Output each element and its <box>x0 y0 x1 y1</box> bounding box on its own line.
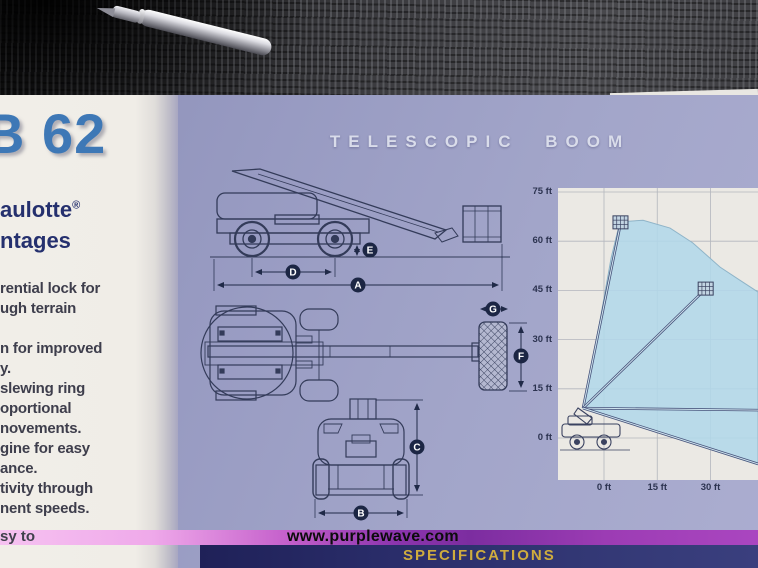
svg-text:E: E <box>367 246 374 257</box>
feature-line-fragment: ugh terrain <box>0 300 77 317</box>
x-axis-tick-label: 15 ft <box>647 482 668 493</box>
pen-tip <box>95 4 116 18</box>
feature-line-fragment: y. <box>0 360 11 377</box>
rear-view-drawing: C B <box>312 398 425 521</box>
y-axis-tick-label: 75 ft <box>532 186 552 197</box>
basket-icon <box>697 281 714 296</box>
pen-barrel <box>138 7 274 58</box>
section-heading: TELESCOPIC BOOM <box>329 132 631 151</box>
dimension-label-D: D <box>285 264 301 280</box>
dimension-label-G: G <box>485 301 501 317</box>
x-axis-tick-label: 30 ft <box>700 482 721 493</box>
watermark-url: www.purplewave.com <box>287 528 459 545</box>
svg-text:D: D <box>289 268 296 279</box>
y-axis-tick-label: 30 ft <box>532 333 552 345</box>
x-axis-tick-label: 0 ft <box>596 482 612 493</box>
brand-text: aulotte <box>0 197 73 222</box>
envelope-chart-svg <box>558 188 758 480</box>
basket-top-view <box>478 321 508 391</box>
registered-trademark: ® <box>72 199 81 212</box>
boom-position-line-inner <box>582 407 758 465</box>
left-text-column <box>0 95 178 568</box>
features-paragraph-1: rential lock for ugh terrain <box>0 279 172 319</box>
dimension-label-A: A <box>350 277 366 293</box>
machine-icon <box>560 407 630 451</box>
dimension-label-E: E <box>362 242 378 258</box>
feature-line-fragment: oportional <box>0 400 72 417</box>
feature-line-fragment: tivity through <box>0 480 94 497</box>
svg-text:B: B <box>357 509 364 520</box>
pen-grip <box>111 5 142 24</box>
svg-text:C: C <box>413 443 420 454</box>
boom-position-line-inner <box>582 289 706 409</box>
boom-position-line-inner <box>582 226 621 409</box>
feature-line-fragment: ance. <box>0 460 38 477</box>
model-number: B 62 <box>0 102 107 165</box>
highlighted-text-fragment: sy to <box>0 528 36 545</box>
y-axis-tick-label: 60 ft <box>532 235 552 247</box>
svg-text:G: G <box>489 305 497 316</box>
svg-text:A: A <box>354 281 361 292</box>
y-axis-tick-label: 45 ft <box>532 284 552 296</box>
feature-line-fragment: nent speeds. <box>0 500 90 517</box>
working-envelope-area <box>582 219 758 466</box>
brand-name-fragment: aulotte® <box>0 197 80 223</box>
boom-position-line-inner <box>583 407 758 411</box>
basket-icon <box>612 215 629 230</box>
svg-text:F: F <box>518 352 524 363</box>
feature-line-fragment: rential lock for <box>0 280 101 297</box>
chart-dynamic <box>558 188 758 480</box>
feature-line-fragment: gine for easy <box>0 440 90 457</box>
advantages-fragment: ntages <box>0 228 71 253</box>
y-axis-tick-label: 0 ft <box>537 432 552 443</box>
feature-line-fragment: slewing ring <box>0 380 86 397</box>
specifications-heading: SPECIFICATIONS <box>403 547 556 564</box>
feature-line-fragment: n for improved <box>0 340 103 357</box>
y-axis-tick-label: 15 ft <box>532 382 552 394</box>
side-view-drawing: E D A <box>210 168 510 293</box>
feature-line-fragment: novements. <box>0 420 82 437</box>
features-paragraph-2: n for improved y. slewing ring oportional no… <box>0 339 172 519</box>
brochure-page: B 62 aulotte® ntages rential lock for ugh… <box>0 95 758 568</box>
dimension-label-B: B <box>353 505 369 521</box>
dimension-label-C: C <box>409 439 425 455</box>
magenta-accent-stripe <box>0 530 758 545</box>
dimension-label-F: F <box>513 348 529 364</box>
top-view-drawing: G F <box>200 301 529 402</box>
